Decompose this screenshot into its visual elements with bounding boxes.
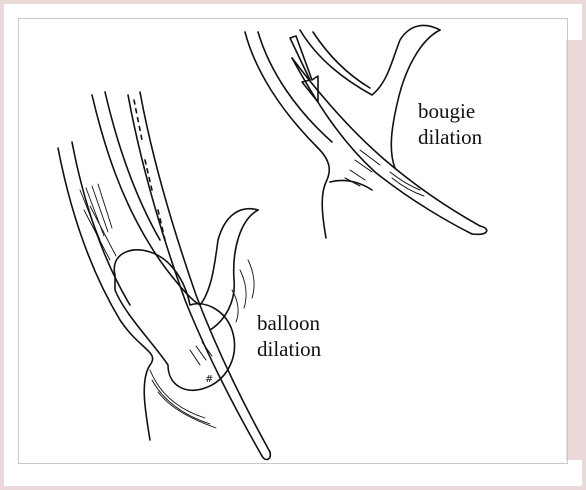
bougie-esophagus-wall-right <box>300 25 440 95</box>
balloon-shading-stomach <box>232 260 254 322</box>
bougie-label-line1: bougie <box>418 98 482 124</box>
bougie-esophagus-wall-left <box>245 32 329 238</box>
balloon-esophagus-wall-left <box>58 148 153 440</box>
bougie-stomach-lower <box>330 180 372 190</box>
bougie-label-line2: dilation <box>418 124 482 150</box>
balloon-dilation-label: balloon dilation <box>257 310 321 362</box>
balloon-label-line1: balloon <box>257 310 321 336</box>
balloon-marker-glyph: # <box>205 374 213 385</box>
bougie-tip <box>472 226 487 234</box>
balloon-stomach-curve <box>210 210 258 330</box>
balloon-dilation-drawing: # <box>58 92 270 459</box>
bougie-esophagus-wall-right-inner <box>313 32 370 88</box>
bougie-push-arrow <box>290 36 318 102</box>
bougie-dilation-label: bougie dilation <box>418 98 482 150</box>
bougie-shading-1 <box>345 150 380 186</box>
balloon-esophagus-wall-left-inner <box>72 142 130 305</box>
balloon-catheter-right <box>140 92 270 452</box>
balloon-catheter-tip <box>262 452 270 459</box>
balloon-catheter-left <box>128 95 262 456</box>
balloon-label-line2: dilation <box>257 336 321 362</box>
bougie-shading-2 <box>390 172 424 196</box>
